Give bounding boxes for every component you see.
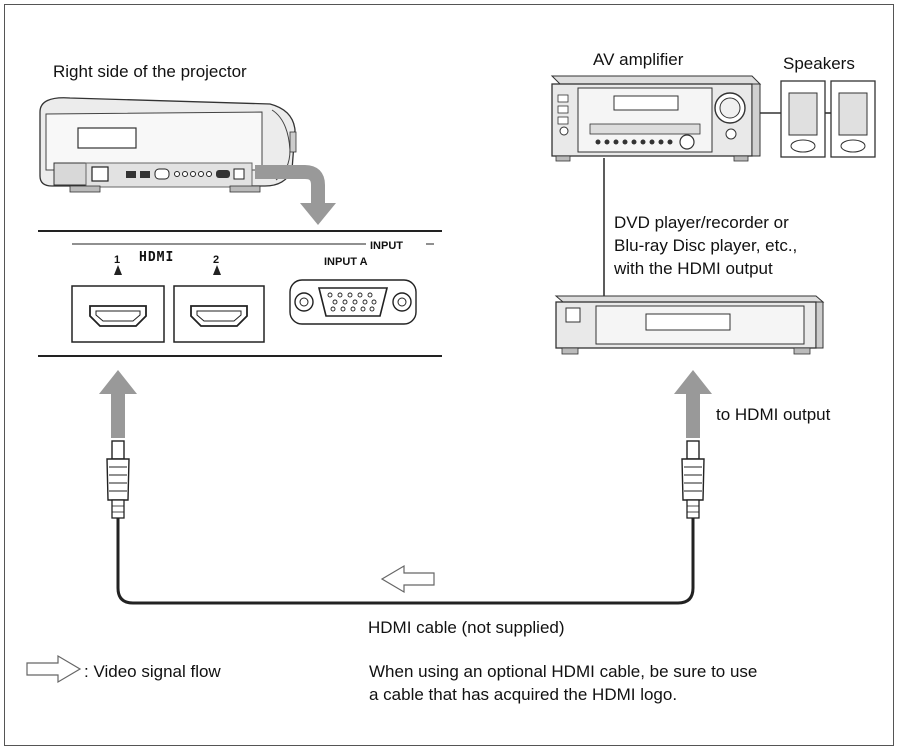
hdmi-cable-label: HDMI cable (not supplied)	[368, 618, 565, 637]
note-line2: a cable that has acquired the HDMI logo.	[369, 685, 678, 704]
dvd-label-line1: DVD player/recorder or	[614, 213, 789, 232]
left-up-arrow	[99, 370, 137, 438]
av-amplifier-label: AV amplifier	[593, 50, 684, 69]
hdmi-cable	[116, 518, 695, 605]
diagram-frame	[4, 4, 894, 746]
dvd-label-line2: Blu-ray Disc player, etc.,	[614, 236, 798, 255]
to-hdmi-output-label: to HDMI output	[716, 405, 831, 424]
input-panel	[38, 230, 442, 357]
note-line1: When using an optional HDMI cable, be su…	[369, 662, 758, 681]
port-2-label: 2	[213, 254, 220, 266]
speakers-illustration	[780, 80, 876, 158]
speakers-label: Speakers	[783, 54, 855, 73]
input-label: INPUT	[366, 236, 407, 257]
hdmi-logo: HDMI	[139, 250, 175, 265]
dvd-label-line3: with the HDMI output	[614, 259, 773, 278]
bent-arrow-head	[300, 203, 336, 225]
outline-arrow-left-icon	[380, 564, 435, 594]
hdmi-plug-icon	[681, 440, 705, 519]
right-up-arrow	[674, 370, 712, 438]
input-a-label: INPUT A	[324, 256, 368, 268]
outline-arrow-right-icon	[26, 654, 82, 684]
hdmi-plug-icon	[106, 440, 130, 519]
bent-arrow	[255, 165, 325, 205]
legend-label: : Video signal flow	[84, 662, 221, 681]
player-illustration	[554, 295, 825, 355]
projector-illustration	[39, 97, 297, 193]
port-1-label: 1	[114, 254, 121, 266]
av-amplifier-illustration	[550, 75, 762, 162]
projector-side-label: Right side of the projector	[53, 62, 247, 81]
